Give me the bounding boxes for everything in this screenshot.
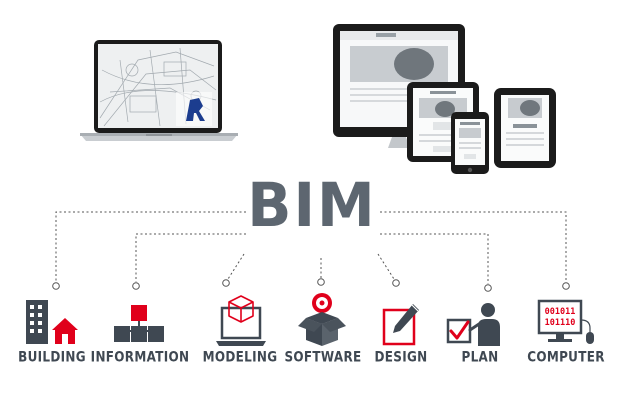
- connector-dot-building: [52, 282, 60, 290]
- bim-title: BIM: [247, 169, 377, 241]
- presenter-checkbox-icon: [446, 303, 500, 346]
- connector-information: [135, 233, 246, 282]
- laptop-cube-icon: [216, 295, 266, 346]
- connector-plan: [380, 233, 489, 284]
- laptop-sketch-illustration: [80, 40, 238, 141]
- category-label-design: DESIGN: [374, 348, 428, 366]
- binary-monitor-icon: 001011 101110: [537, 299, 594, 344]
- category-label-modeling: MODELING: [202, 348, 278, 366]
- connector-dot-computer: [562, 282, 570, 290]
- connector-endpoints: [52, 278, 570, 292]
- connector-dot-plan: [484, 284, 492, 292]
- building-house-icon: [26, 300, 78, 344]
- connector-computer: [380, 211, 567, 282]
- category-label-plan: PLAN: [461, 348, 499, 366]
- box-disc-icon: [298, 293, 346, 346]
- connector-design: [377, 253, 395, 280]
- category-label-building: BUILDING: [18, 348, 86, 366]
- connector-building: [55, 211, 246, 282]
- connector-dot-information: [132, 282, 140, 290]
- connector-modeling: [227, 253, 245, 280]
- responsive-devices-illustration: [333, 24, 556, 174]
- connector-lines: [55, 211, 567, 284]
- connector-dot-software: [317, 278, 325, 286]
- binary-line-1: 001011: [545, 307, 576, 317]
- revit-logo-icon: [186, 98, 205, 121]
- category-label-software: SOFTWARE: [284, 348, 362, 366]
- category-label-computer: COMPUTER: [527, 348, 605, 366]
- binary-line-2: 101110: [545, 318, 576, 328]
- category-label-information: INFORMATION: [90, 348, 190, 366]
- connector-dot-design: [392, 279, 400, 287]
- pencil-square-icon: [382, 304, 419, 346]
- flowchart-icon: [114, 305, 164, 342]
- connector-dot-modeling: [222, 279, 230, 287]
